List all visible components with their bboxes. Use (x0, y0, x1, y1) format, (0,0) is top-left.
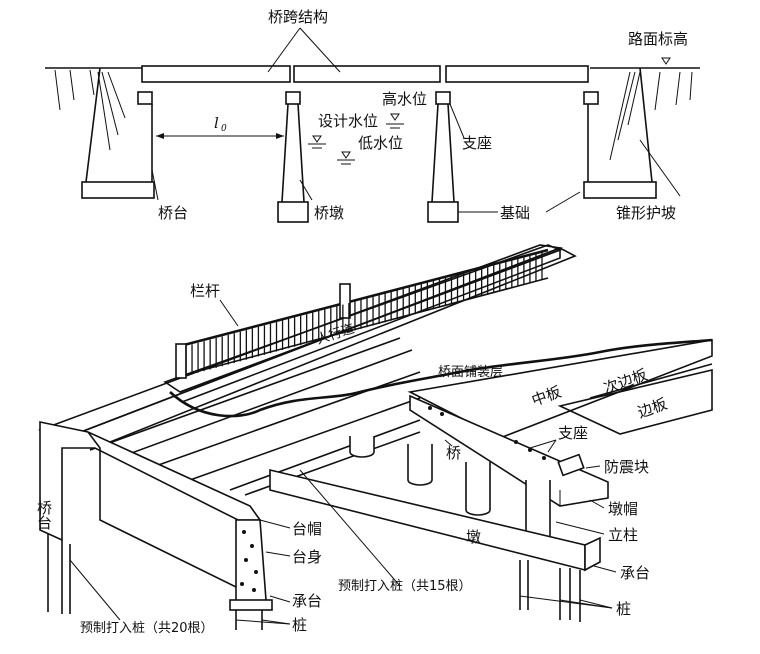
span-structure-label: 桥跨结构 (268, 8, 328, 26)
column-label: 立柱 (608, 526, 638, 544)
span-length-subscript: 0 (221, 124, 227, 134)
abutment-fill-texture (240, 530, 258, 592)
foundation-label: 基础 (500, 204, 530, 222)
railing (175, 248, 549, 379)
road-elevation-label: 路面标高 (628, 30, 688, 48)
bearing-label-elevation: 支座 (462, 134, 492, 152)
span-length-label: l (214, 114, 219, 132)
deck-paving-label: 桥面铺装层 (438, 365, 503, 380)
pier-cap-label: 墩帽 (608, 500, 638, 518)
secondary-edge-slab-label: 次边板 (601, 365, 649, 397)
piles-left-label: 桩 (292, 616, 307, 634)
precast-piles-20-label: 预制打入桩（共20根） (80, 621, 214, 636)
span-dimension: l 0 (156, 114, 284, 139)
pile-cap-left-label: 承台 (292, 592, 322, 610)
deck-paving-line (169, 338, 713, 418)
pier-label-elevation: 桥墩 (314, 204, 344, 222)
pier-char-2: 墩 (466, 528, 481, 546)
piles-right-label: 桩 (616, 600, 631, 618)
railing-label: 栏杆 (190, 282, 220, 300)
railing-balusters (185, 252, 543, 376)
piles-right (519, 560, 581, 622)
seismic-block-label: 防震块 (604, 458, 649, 476)
sidewalk (163, 244, 563, 403)
pier-char-1: 桥 (446, 444, 461, 462)
right-embankment-hatch (609, 71, 693, 161)
edge-slab-label: 边板 (635, 395, 669, 422)
bearings (137, 91, 599, 105)
design-water-label: 设计水位 (318, 112, 378, 130)
cone-slope-label: 锥形护坡 (616, 204, 676, 222)
span-girders (141, 65, 589, 83)
pile-cap-right (269, 468, 601, 572)
abutment-left (39, 421, 273, 611)
elevation-leader-lines (151, 27, 681, 213)
abutment-body-label: 台身 (292, 548, 322, 566)
left-embankment-hatch (54, 69, 126, 151)
abutment-cap-label: 台帽 (292, 520, 322, 538)
pier-2 (427, 103, 459, 223)
pile-cap-right-label: 承台 (620, 564, 650, 582)
abutment-label-perspective: 桥台 (35, 500, 53, 530)
pier-1 (277, 103, 309, 223)
low-water-label: 低水位 (358, 134, 403, 152)
right-abutment (583, 67, 657, 199)
perspective-leader-lines (69, 299, 617, 625)
piles-left (47, 534, 263, 630)
precast-piles-15-label: 预制打入桩（共15根） (338, 579, 472, 594)
pier-cap (409, 394, 609, 507)
pier-columns (349, 436, 551, 544)
abutment-label-elevation: 桥台 (158, 204, 188, 222)
left-abutment (81, 67, 155, 199)
high-water-label: 高水位 (382, 90, 427, 108)
water-level-symbols (308, 57, 671, 165)
bearing-dots (428, 406, 546, 460)
bearing-label-perspective: 支座 (558, 424, 588, 442)
